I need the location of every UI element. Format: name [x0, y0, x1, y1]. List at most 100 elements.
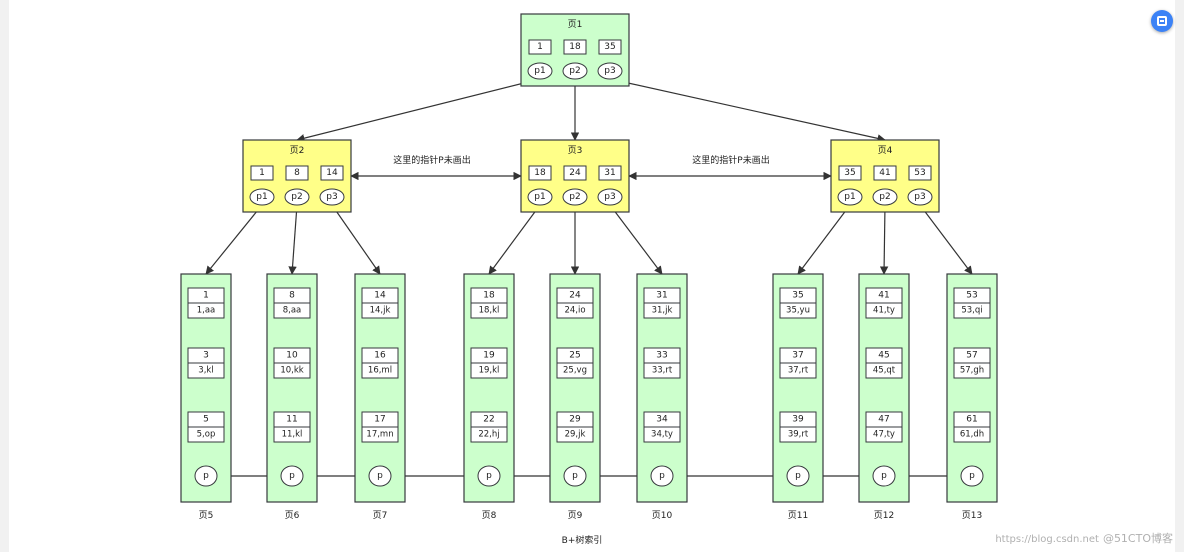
internal-page-pointer: p2	[879, 192, 890, 202]
root-page-pointer-ellipse	[527, 62, 553, 80]
root-page-pointer: p3	[604, 66, 615, 76]
leaf-pointer-ellipse	[960, 465, 984, 487]
internal-page-pointer-ellipse	[837, 188, 863, 206]
internal-page-key-cell	[285, 165, 309, 181]
leaf-record-key: 11	[286, 415, 297, 425]
internal-page-pointer: p2	[569, 192, 580, 202]
leaf-pointer: p	[289, 471, 295, 481]
leaf-record-value-cell	[273, 302, 311, 319]
leaf-record-key: 19	[483, 351, 495, 361]
leaf-record-value: 10,kk	[280, 366, 303, 376]
internal-page-key-cell	[908, 165, 932, 181]
leaf-record-key: 39	[792, 415, 804, 425]
leaf-record-value: 16,ml	[368, 366, 392, 376]
root-page-key-cell	[563, 39, 587, 55]
leaf-record-value: 24,io	[564, 306, 585, 316]
leaf-page-label: 页6	[285, 510, 300, 521]
leaf-record-value: 57,gh	[960, 366, 984, 376]
internal-page-key: 1	[259, 168, 265, 178]
leaf-record-value-cell	[643, 302, 681, 319]
internal-page-pointer: p2	[291, 192, 302, 202]
leaf-record-key: 8	[289, 291, 295, 301]
leaf-record-value: 53,qi	[961, 306, 982, 316]
internal-page-pointer-ellipse	[319, 188, 345, 206]
leaf-pointer: p	[377, 471, 383, 481]
leaf-record-key: 1	[203, 291, 209, 301]
leaf-record-value: 47,ty	[873, 430, 895, 440]
leaf-record-value-cell	[470, 362, 508, 379]
pointer-note: 这里的指针P未画出	[393, 154, 470, 166]
internal-to-leaf-arrow	[205, 204, 263, 275]
root-page-key: 1	[537, 42, 543, 52]
leaf-record-value: 29,jk	[565, 430, 586, 440]
leaf-record-value: 33,rt	[652, 366, 673, 376]
internal-page-pointer: p3	[604, 192, 615, 202]
leaf-record-key: 22	[483, 415, 494, 425]
internal-page-key-cell	[320, 165, 344, 181]
leaf-record-value: 45,qt	[873, 366, 896, 376]
root-page-key-cell	[528, 39, 552, 55]
leaf-record-value: 3,kl	[198, 366, 213, 376]
internal-page-key: 31	[604, 168, 615, 178]
internal-to-leaf-arrow	[609, 204, 663, 275]
root-page-key-cell	[598, 39, 622, 55]
leaf-record-value-cell	[953, 362, 991, 379]
leaf-record-key: 47	[878, 415, 889, 425]
internal-page-key: 35	[844, 168, 855, 178]
leaf-record-key: 16	[374, 351, 386, 361]
leaf-record-value: 35,yu	[786, 306, 810, 316]
root-to-internal-arrow	[609, 78, 886, 143]
leaf-record-value: 18,kl	[479, 306, 500, 316]
internal-to-leaf-arrow	[797, 204, 851, 275]
leaf-record-value-cell	[470, 426, 508, 443]
internal-page-pointer-ellipse	[872, 188, 898, 206]
leaf-record-value: 8,aa	[283, 306, 302, 316]
leaf-record-value-cell	[779, 426, 817, 443]
leaf-pointer-ellipse	[872, 465, 896, 487]
leaf-record-value-cell	[187, 302, 225, 319]
leaf-record-value-cell	[187, 426, 225, 443]
internal-page-pointer-ellipse	[527, 188, 553, 206]
leaf-pointer: p	[659, 471, 665, 481]
leaf-pointer: p	[881, 471, 887, 481]
leaf-page-label: 页11	[788, 510, 808, 521]
leaf-record-key: 31	[656, 291, 667, 301]
internal-to-leaf-arrow	[919, 204, 973, 275]
internal-page-pointer: p3	[326, 192, 337, 202]
watermark-url: https://blog.csdn.net	[995, 534, 1099, 545]
leaf-record-value: 61,dh	[960, 430, 984, 440]
leaf-record-value-cell	[643, 426, 681, 443]
leaf-pointer-ellipse	[650, 465, 674, 487]
root-page-pointer: p1	[534, 66, 545, 76]
leaf-record-key: 33	[656, 351, 667, 361]
internal-page-key: 24	[569, 168, 581, 178]
leaf-record-value-cell	[865, 426, 903, 443]
internal-to-leaf-arrow	[288, 204, 298, 275]
edit-button[interactable]	[1151, 10, 1173, 32]
diagram-caption: B+树索引	[562, 534, 603, 546]
root-page-pointer: p2	[569, 66, 580, 76]
leaf-record-key: 34	[656, 415, 668, 425]
leaf-record-key: 18	[483, 291, 495, 301]
root-page-pointer-ellipse	[562, 62, 588, 80]
leaf-record-key: 53	[966, 291, 977, 301]
internal-page-key: 8	[294, 168, 300, 178]
leaf-pointer: p	[969, 471, 975, 481]
leaf-record-value-cell	[779, 302, 817, 319]
leaf-record-key: 37	[792, 351, 803, 361]
leaf-record-value-cell	[953, 302, 991, 319]
leaf-record-value-cell	[556, 302, 594, 319]
internal-page-title: 页2	[290, 145, 305, 156]
root-page-title: 页1	[568, 19, 583, 30]
leaf-record-value-cell	[470, 302, 508, 319]
root-to-internal-arrow	[296, 78, 541, 143]
leaf-record-value-cell	[556, 362, 594, 379]
watermark: https://blog.csdn.net@51CTO博客	[995, 530, 1173, 546]
leaf-record-key: 45	[878, 351, 889, 361]
internal-page-key: 53	[914, 168, 925, 178]
internal-page-key-cell	[873, 165, 897, 181]
leaf-record-value: 17,mn	[366, 430, 393, 440]
leaf-pointer: p	[572, 471, 578, 481]
